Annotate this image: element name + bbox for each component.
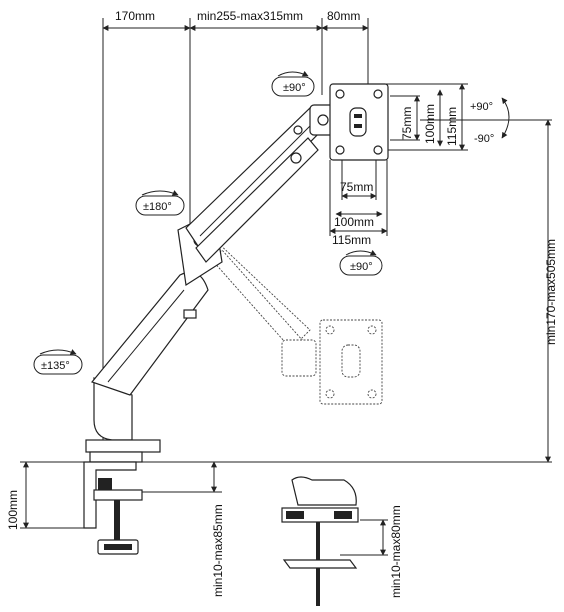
dim-top-left: 170mm: [115, 9, 155, 23]
desk-clamp: [83, 439, 161, 555]
dim-vesa-v-115: 115mm: [445, 107, 459, 146]
dim-vesa-v-75: 75mm: [400, 107, 414, 140]
svg-text:±135°: ±135°: [41, 360, 70, 372]
grommet-mount: [281, 476, 359, 606]
rotation-badge-tilt: ±90°: [339, 249, 383, 276]
dim-vesa-h-100: 100mm: [334, 215, 374, 229]
svg-text:±90°: ±90°: [283, 82, 306, 94]
svg-text:±90°: ±90°: [350, 261, 373, 273]
rotation-badge-head: ±90°: [271, 70, 315, 97]
dim-vesa-h-75: 75mm: [340, 180, 373, 194]
lowered-arm-ghost: [204, 239, 383, 405]
rotation-badge-base: ±135°: [33, 349, 83, 375]
svg-text:±180°: ±180°: [143, 201, 172, 213]
dim-clamp-range: min10-max85mm: [211, 504, 225, 597]
dim-vesa-v-100: 100mm: [423, 104, 437, 144]
dimension-labels: 170mm min255-max315mm 80mm 75mm 100mm 11…: [6, 9, 558, 598]
dimension-lines: [20, 18, 552, 556]
dim-base-height: 100mm: [6, 490, 20, 530]
dim-top-reach: min255-max315mm: [197, 9, 303, 23]
dim-top-offset: 80mm: [327, 9, 360, 23]
vesa-plate: [329, 83, 389, 161]
monitor-arm: [90, 104, 337, 441]
rotation-indicator-right: +90° -90°: [470, 97, 510, 145]
rotate-down-label: -90°: [474, 133, 494, 145]
dim-grommet-range: min10-max80mm: [389, 505, 403, 598]
dim-vesa-h-115: 115mm: [332, 233, 371, 247]
rotation-badge-arm: ±180°: [135, 190, 185, 216]
dim-height-range: min170-max505mm: [544, 239, 558, 345]
rotate-up-label: +90°: [470, 101, 493, 113]
